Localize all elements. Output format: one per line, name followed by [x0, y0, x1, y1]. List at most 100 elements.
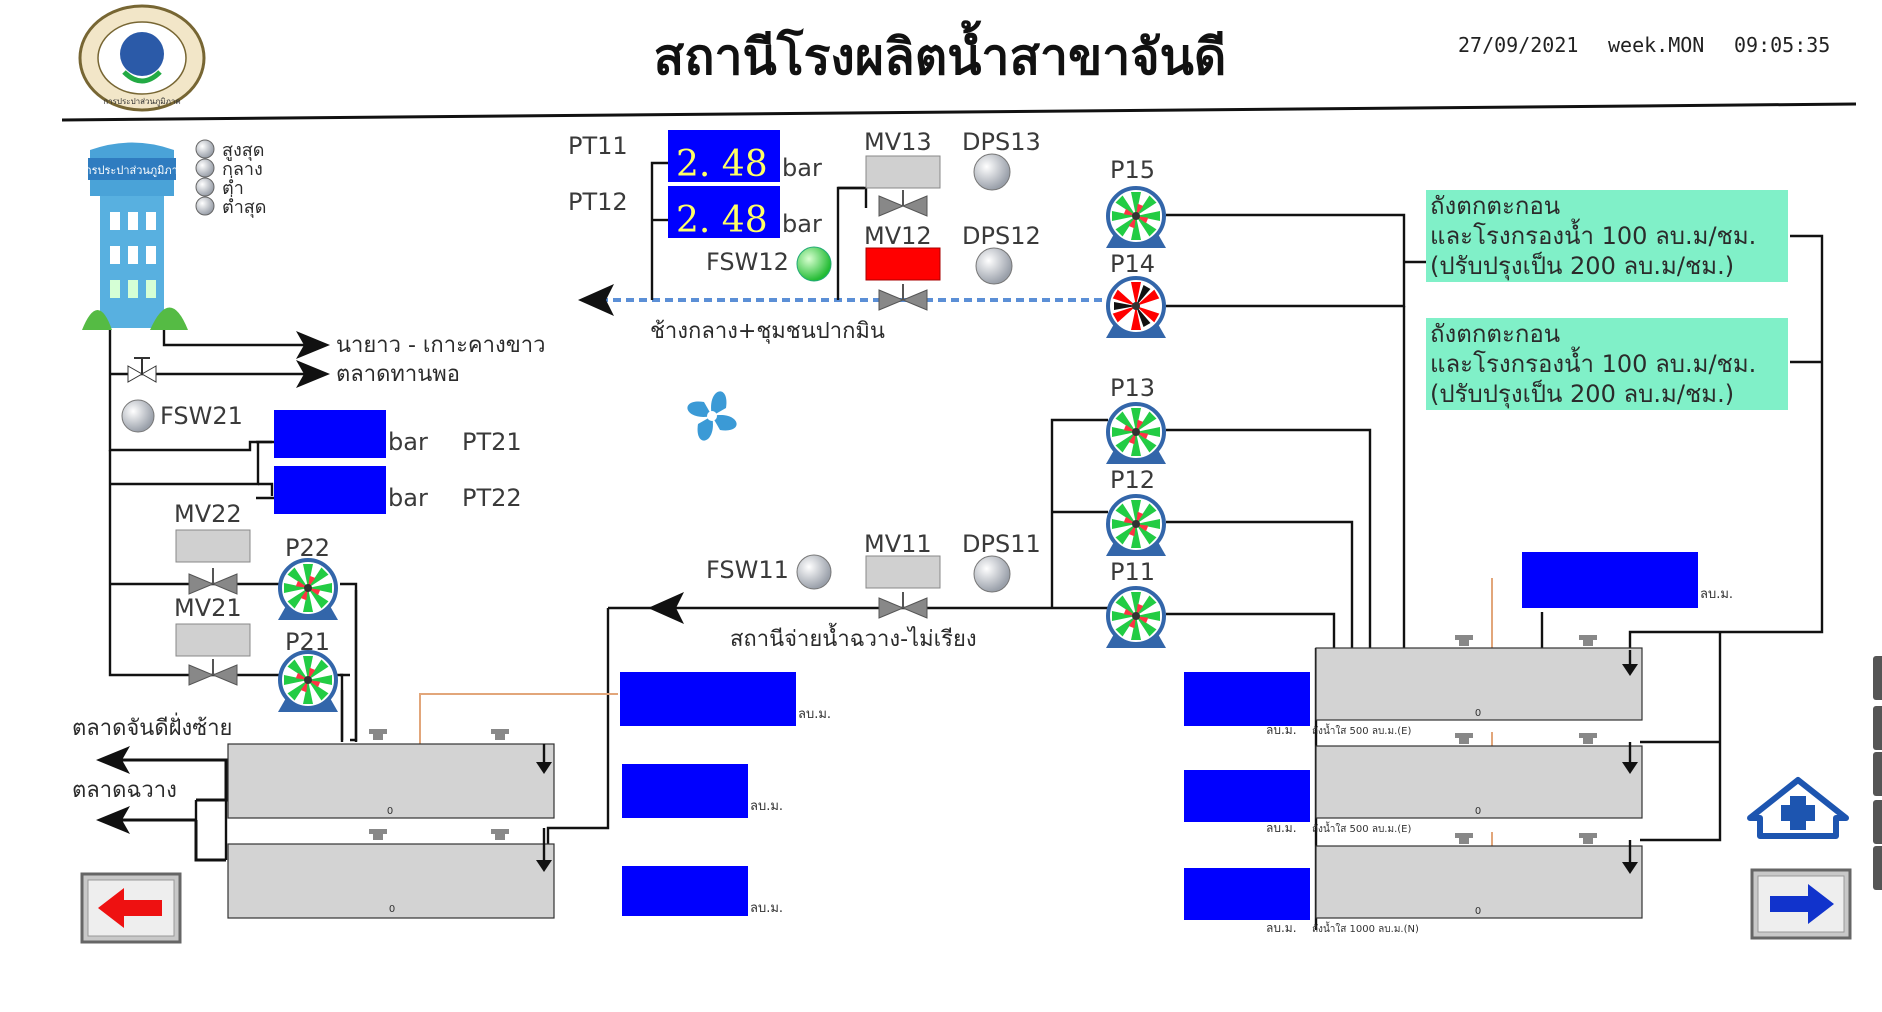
tank-l1-vent — [491, 729, 509, 740]
side-tab-3[interactable] — [1873, 752, 1882, 796]
tower-level-indicators: สูงสุด กลาง ต่ำ ต่ำสุด — [195, 139, 266, 218]
p13-pump[interactable] — [1104, 402, 1168, 466]
mv12-valve[interactable] — [878, 283, 928, 311]
pt11-value: 2. 48 — [676, 144, 768, 185]
p11-pump[interactable] — [1104, 586, 1168, 650]
mv13-actuator[interactable] — [865, 155, 941, 189]
plant-box-2 — [1426, 318, 1788, 410]
side-tab-2[interactable] — [1873, 706, 1882, 750]
plant-2-line1: ถังตกตะกอน — [1430, 320, 1560, 348]
tank-right-2-value: 0 — [1475, 806, 1481, 817]
level-high-lamp — [195, 139, 215, 159]
side-tab-1[interactable] — [1873, 656, 1882, 700]
p12-label: P12 — [1110, 466, 1155, 494]
pt12-unit: bar — [782, 210, 822, 238]
p14-pump-fault[interactable] — [1104, 276, 1168, 340]
dps11-label: DPS11 — [962, 530, 1041, 558]
level-label-lowest: ต่ำสุด — [222, 194, 266, 218]
tank-right-3-value: 0 — [1475, 906, 1481, 917]
side-tab-4[interactable] — [1873, 800, 1882, 844]
lower-line-label: สถานีจ่ายน้ำฉวาง-ไม่เรียง — [730, 623, 977, 652]
header-divider — [61, 102, 1857, 122]
tank-right-3-caption: ถังน้ำใส 1000 ลบ.ม.(N) — [1312, 921, 1419, 935]
side-tab-5[interactable] — [1873, 846, 1882, 890]
prev-page-button[interactable] — [80, 872, 182, 944]
plant-1-line1: ถังตกตะกอน — [1430, 192, 1560, 220]
mv11-valve[interactable] — [878, 591, 928, 619]
mv12-label: MV12 — [864, 222, 932, 250]
plant-2-line2: และโรงกรองน้ำ 100 ลบ.ม/ชม. — [1430, 346, 1756, 378]
fsw21-lamp — [121, 399, 155, 433]
header-date: 27/09/2021 — [1458, 33, 1578, 57]
home-button[interactable] — [1747, 777, 1849, 839]
pt12-label: PT12 — [568, 188, 628, 216]
level-display-2 — [622, 764, 748, 818]
tank-r3-vent — [1455, 833, 1473, 844]
tank-left-2-value: 0 — [389, 904, 395, 915]
tank-right-3-unit: ลบ.ม. — [1266, 921, 1297, 935]
level-display-1 — [620, 672, 796, 726]
pt22-display — [274, 466, 386, 514]
level-display-1-unit: ลบ.ม. — [798, 707, 831, 722]
mv13-valve[interactable] — [878, 189, 928, 217]
dps13-lamp — [973, 153, 1011, 191]
fsw12-lamp — [796, 246, 832, 282]
mv22-valve[interactable] — [188, 567, 238, 595]
mv11-actuator[interactable] — [865, 555, 941, 589]
pt12-value: 2. 48 — [676, 200, 768, 241]
pt21-unit: bar — [388, 428, 428, 456]
tank-l2-vent — [369, 829, 387, 840]
p21-pump[interactable] — [276, 650, 340, 714]
mv22-actuator[interactable] — [175, 529, 251, 563]
fan-icon[interactable] — [687, 391, 737, 441]
pt21-display — [274, 410, 386, 458]
mv13-label: MV13 — [864, 128, 932, 156]
tank-r3-vent — [1579, 833, 1597, 844]
p22-pump[interactable] — [276, 558, 340, 622]
level-mid-lamp — [195, 158, 215, 178]
tank-right-1[interactable] — [1315, 647, 1643, 721]
tank-right-1-unit: ลบ.ม. — [1266, 723, 1297, 737]
level-display-r2 — [1184, 770, 1310, 822]
tank-right-1-caption: ถังน้ำใส 500 ลบ.ม.(E) — [1312, 723, 1411, 737]
route2-label: ตลาดทานพอ — [336, 362, 460, 387]
level-display-r3 — [1184, 868, 1310, 920]
level-display-2-unit: ลบ.ม. — [750, 799, 783, 814]
dps12-label: DPS12 — [962, 222, 1041, 250]
left-arrow-icon — [98, 888, 162, 928]
tank-right-3[interactable] — [1315, 845, 1643, 919]
tank-right-2[interactable] — [1315, 745, 1643, 819]
level-label-low: ต่ำ — [222, 175, 244, 199]
tank-r1-vent — [1455, 635, 1473, 646]
tank-left-2[interactable] — [227, 843, 555, 919]
mv21-label: MV21 — [174, 594, 242, 622]
fsw12-label: FSW12 — [706, 248, 789, 276]
mv12-actuator-fault[interactable] — [865, 247, 941, 281]
logo: การประปาส่วนภูมิภาค — [78, 4, 206, 112]
pt22-unit: bar — [388, 484, 428, 512]
home-add-icon — [1747, 777, 1849, 839]
pt12-display — [668, 186, 780, 238]
upper-line-label: ช้างกลาง+ชุมชนปากมิน — [650, 319, 885, 344]
level-label-mid: กลาง — [222, 159, 263, 180]
tank-r1-vent — [1579, 635, 1597, 646]
pt11-unit: bar — [782, 154, 822, 182]
fsw11-label: FSW11 — [706, 556, 789, 584]
level-display-r1 — [1184, 672, 1310, 726]
p15-pump[interactable] — [1104, 186, 1168, 250]
header-weekday: week.MON — [1608, 33, 1704, 57]
p12-pump[interactable] — [1104, 494, 1168, 558]
tower-sign: การประปาส่วนภูมิภาค — [79, 164, 185, 177]
p22-label: P22 — [285, 534, 330, 562]
tank-left-1[interactable] — [227, 743, 555, 819]
next-page-button[interactable] — [1750, 868, 1852, 940]
manual-valve-icon[interactable] — [127, 357, 157, 383]
mv21-valve[interactable] — [188, 658, 238, 686]
left-market-1-label: ตลาดจันดีฝั่งซ้าย — [72, 712, 232, 741]
fsw21-label: FSW21 — [160, 402, 243, 430]
mv21-actuator[interactable] — [175, 623, 251, 657]
level-display-r0 — [1522, 552, 1698, 608]
header-time: 09:05:35 — [1734, 33, 1830, 57]
route1-label: นายาว - เกาะคางขาว — [336, 333, 545, 358]
page-title: สถานีโรงผลิตน้ำสาขาจันดี — [654, 20, 1227, 86]
